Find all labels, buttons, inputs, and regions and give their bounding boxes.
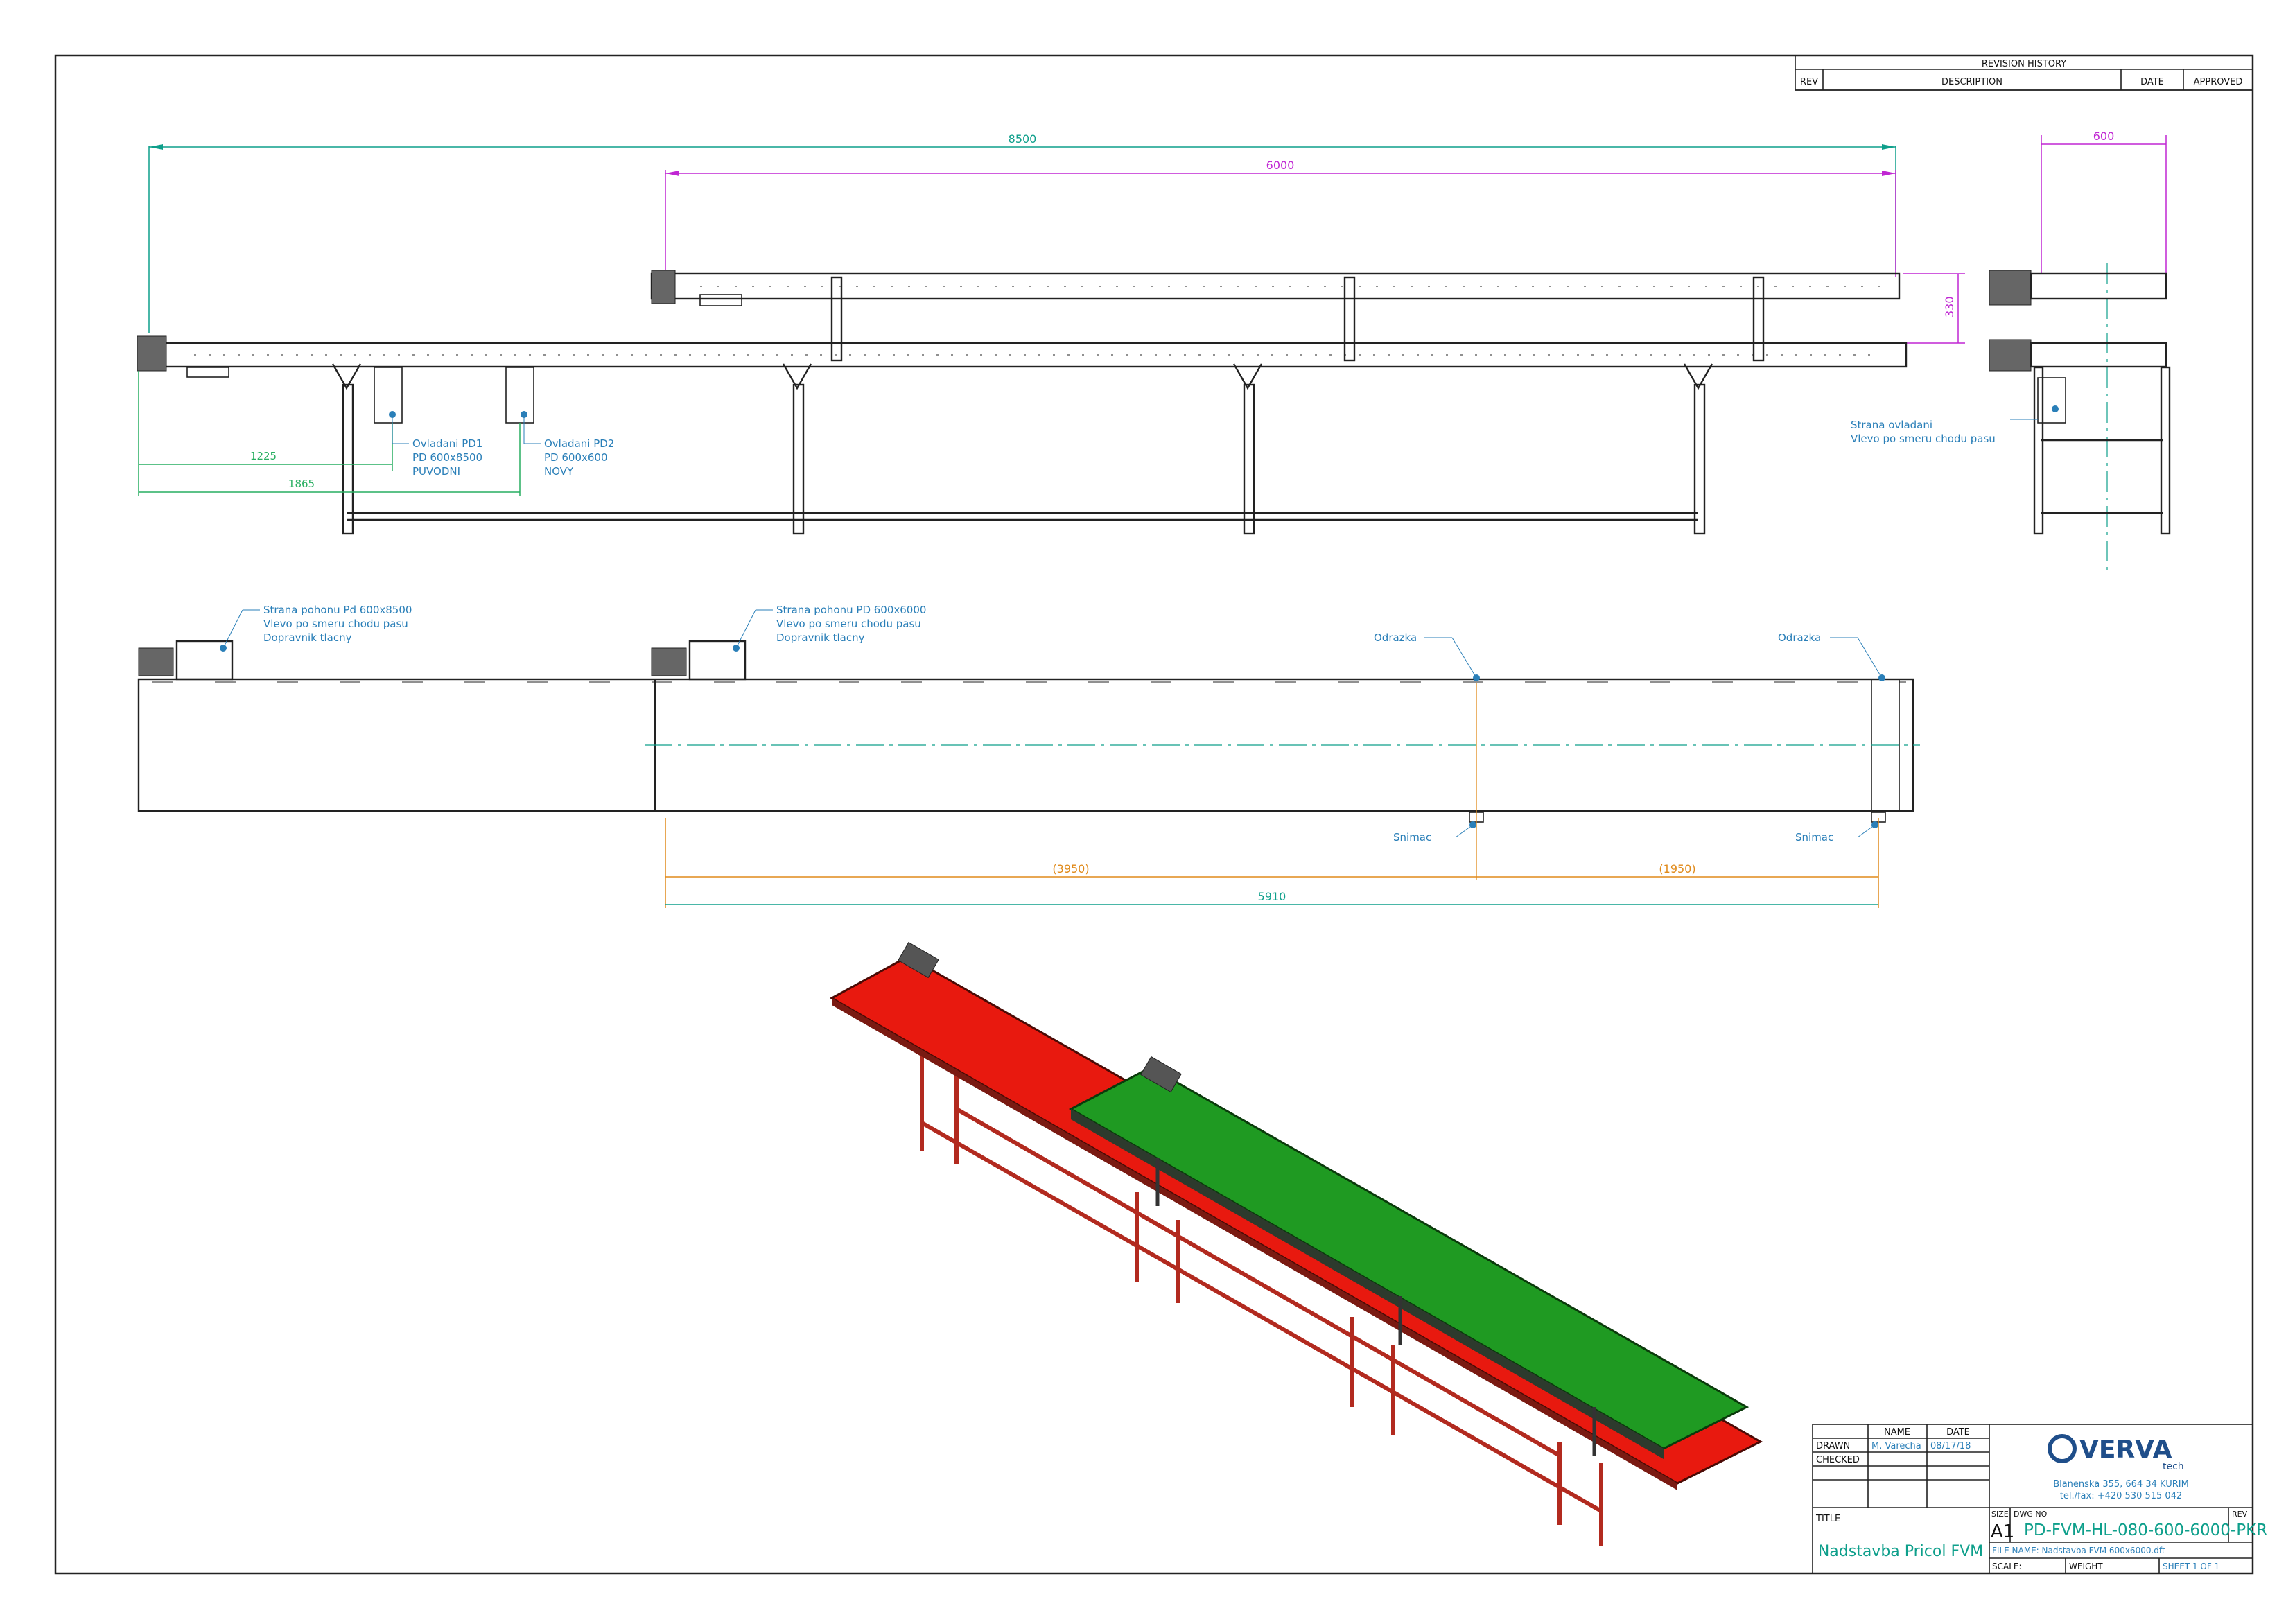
svg-text:Ovladani PD1: Ovladani PD1 bbox=[412, 437, 482, 450]
svg-text:NOVY: NOVY bbox=[544, 465, 574, 478]
sheet-border bbox=[54, 54, 2254, 1575]
dim-width-text: 600 bbox=[2093, 130, 2115, 143]
lower-drive-unit bbox=[137, 335, 167, 372]
dim-control1-text: 1225 bbox=[250, 450, 277, 462]
tb-date-header: DATE bbox=[1946, 1427, 1970, 1438]
description-col-header: DESCRIPTION bbox=[1941, 77, 2002, 87]
tb-size: A1 bbox=[1991, 1521, 2014, 1542]
lower-legs bbox=[331, 363, 1713, 535]
tb-drawn-name: M. Varecha bbox=[1871, 1441, 1921, 1451]
rev-col-header: REV bbox=[1800, 77, 1818, 87]
lower-conveyor-frame bbox=[137, 342, 1908, 368]
svg-text:Strana pohonu PD 600x6000: Strana pohonu PD 600x6000 bbox=[776, 604, 926, 616]
tb-drawn-label: DRAWN bbox=[1816, 1441, 1850, 1451]
tb-title-label: TITLE bbox=[1815, 1514, 1840, 1524]
svg-text:Dopravnik tlacny: Dopravnik tlacny bbox=[263, 631, 352, 644]
svg-text:Strana ovladani: Strana ovladani bbox=[1851, 419, 1932, 431]
company-address: Blanenska 355, 664 34 KURIM bbox=[2053, 1479, 2189, 1490]
isometric-view bbox=[829, 941, 1763, 1546]
dim-sensor2-text: (1950) bbox=[1659, 862, 1695, 875]
dim-upper-length-text: 6000 bbox=[1266, 159, 1295, 172]
lower-iso-motor bbox=[898, 941, 939, 979]
svg-text:VERVA: VERVA bbox=[2079, 1435, 2172, 1464]
dim-width: 600 bbox=[2041, 130, 2167, 274]
tb-size-label: SIZE bbox=[1991, 1510, 2009, 1519]
revision-history-table: REVISION HISTORY REV DESCRIPTION DATE AP… bbox=[1795, 55, 2253, 91]
dim-control-offsets: 1225 1865 bbox=[138, 371, 521, 496]
tb-scale-label: SCALE: bbox=[1992, 1562, 2022, 1571]
dim-sensor1-text: (3950) bbox=[1052, 862, 1089, 875]
tb-drawn-date: 08/17/18 bbox=[1930, 1441, 1971, 1451]
tb-rev-label: REV bbox=[2232, 1510, 2248, 1519]
tb-title: Nadstavba Pricol FVM bbox=[1818, 1543, 1983, 1560]
note-control-pd1: Ovladani PD1 PD 600x8500 PUVODNI bbox=[392, 414, 482, 478]
svg-text:tech: tech bbox=[2163, 1461, 2184, 1472]
note-control-side: Strana ovladani Vlevo po smeru chodu pas… bbox=[1851, 419, 2038, 445]
revision-history-title: REVISION HISTORY bbox=[1982, 59, 2066, 69]
dim-overall-length: 8500 bbox=[148, 132, 1896, 333]
end-control-box bbox=[2037, 377, 2066, 424]
dim-sensor-spacing: (3950) (1950) bbox=[665, 818, 1879, 908]
company-logo: VERVA tech bbox=[2048, 1434, 2184, 1472]
top-drive-1 bbox=[138, 640, 234, 681]
upper-belt bbox=[1068, 1066, 1749, 1450]
control-box-pd1 bbox=[374, 367, 403, 424]
dim-height-offset: 330 bbox=[1903, 273, 1965, 344]
svg-text:Vlevo po smeru chodu pasu: Vlevo po smeru chodu pasu bbox=[776, 618, 921, 630]
title-block: NAME DATE DRAWN M. Varecha 08/17/18 CHEC… bbox=[1812, 1424, 2267, 1574]
tb-dwg-no: PD-FVM-HL-080-600-6000-PKR bbox=[2024, 1521, 2267, 1539]
sensor-2: Snimac bbox=[1795, 812, 1886, 844]
upper-iso-motor bbox=[1140, 1056, 1182, 1093]
svg-text:PD 600x8500: PD 600x8500 bbox=[412, 451, 482, 464]
end-view: 600 Strana ovladani Vlevo po smeru chodu… bbox=[1851, 130, 2171, 575]
tb-dwg-label: DWG NO bbox=[2014, 1510, 2048, 1519]
svg-text:Ovladani PD2: Ovladani PD2 bbox=[544, 437, 614, 450]
svg-text:Snimac: Snimac bbox=[1393, 831, 1431, 844]
upper-supports bbox=[830, 276, 1765, 362]
note-drive-1: Strana pohonu Pd 600x8500 Vlevo po smeru… bbox=[220, 604, 412, 652]
reflector-2: Odrazka bbox=[1778, 631, 1885, 681]
svg-text:PUVODNI: PUVODNI bbox=[412, 465, 460, 478]
note-control-pd2: Ovladani PD2 PD 600x600 NOVY bbox=[523, 414, 614, 478]
sensor-1: Snimac bbox=[1393, 812, 1484, 844]
top-drive-2 bbox=[651, 640, 747, 681]
dim-upper-total: 5910 bbox=[665, 890, 1878, 905]
svg-text:Strana pohonu Pd 600x8500: Strana pohonu Pd 600x8500 bbox=[263, 604, 412, 616]
dim-overall-length-text: 8500 bbox=[1009, 132, 1037, 146]
dim-height-offset-text: 330 bbox=[1943, 296, 1956, 317]
svg-text:Vlevo po smeru chodu pasu: Vlevo po smeru chodu pasu bbox=[1851, 433, 1996, 445]
company-phone: tel./fax: +420 530 515 042 bbox=[2060, 1491, 2183, 1501]
tb-weight-label: WEIGHT bbox=[2069, 1562, 2103, 1571]
tb-name-header: NAME bbox=[1884, 1427, 1910, 1438]
tb-sheet: SHEET 1 OF 1 bbox=[2163, 1562, 2219, 1571]
upper-drive-unit bbox=[651, 270, 676, 304]
tb-checked-label: CHECKED bbox=[1816, 1455, 1860, 1465]
date-col-header: DATE bbox=[2140, 77, 2164, 87]
end-upper-drive bbox=[1989, 270, 2032, 306]
svg-text:Vlevo po smeru chodu pasu: Vlevo po smeru chodu pasu bbox=[263, 618, 408, 630]
approved-col-header: APPROVED bbox=[2194, 77, 2243, 87]
svg-text:PD 600x600: PD 600x600 bbox=[544, 451, 608, 464]
end-lower-drive bbox=[1989, 339, 2032, 372]
side-view: 8500 6000 330 bbox=[137, 132, 1965, 535]
dim-upper-length: 6000 bbox=[665, 159, 1896, 277]
svg-text:Dopravnik tlacny: Dopravnik tlacny bbox=[776, 631, 865, 644]
svg-text:Odrazka: Odrazka bbox=[1778, 631, 1821, 644]
note-drive-2: Strana pohonu PD 600x6000 Vlevo po smeru… bbox=[733, 604, 926, 652]
top-view: Strana pohonu Pd 600x8500 Vlevo po smeru… bbox=[137, 604, 1920, 908]
svg-text:Odrazka: Odrazka bbox=[1374, 631, 1417, 644]
dim-control2-text: 1865 bbox=[288, 478, 315, 490]
svg-text:Snimac: Snimac bbox=[1795, 831, 1833, 844]
control-box-pd2 bbox=[505, 367, 534, 424]
tb-file-name: FILE NAME: Nadstavba FVM 600x6000.dft bbox=[1992, 1546, 2165, 1555]
lower-frame-legs bbox=[920, 1047, 1603, 1546]
reflector-1: Odrazka bbox=[1374, 631, 1480, 681]
dim-upper-total-text: 5910 bbox=[1258, 890, 1286, 903]
